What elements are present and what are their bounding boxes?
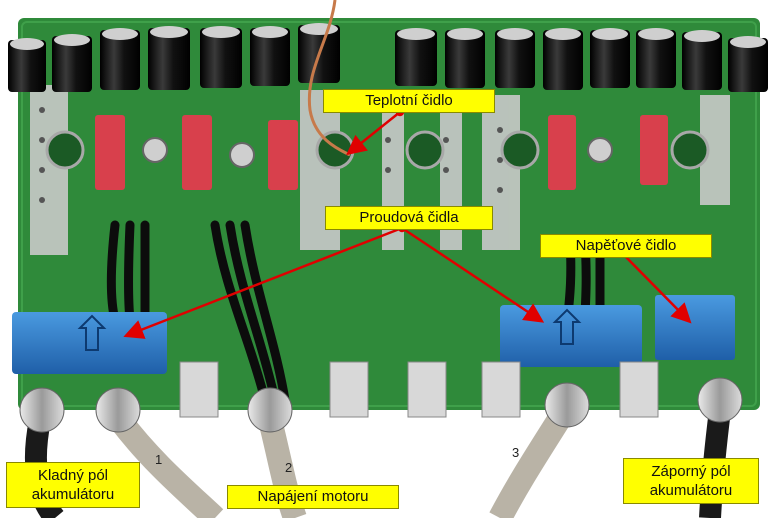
label-motor-supply: Napájení motoru bbox=[227, 485, 399, 509]
label-battery-negative: Záporný pól akumulátoru bbox=[623, 458, 759, 504]
label-battery-positive-line2: akumulátoru bbox=[31, 486, 115, 503]
label-battery-positive-line1: Kladný pól bbox=[37, 467, 109, 484]
label-current-sensors: Proudová čidla bbox=[325, 206, 493, 230]
label-temperature-sensor: Teplotní čidlo bbox=[323, 89, 495, 113]
terminal-plates bbox=[179, 361, 659, 418]
label-battery-negative-line1: Záporný pól bbox=[651, 463, 731, 480]
cable-number-2: 2 bbox=[285, 460, 293, 475]
cable-number-1: 1 bbox=[155, 452, 163, 467]
electrolytic-capacitors bbox=[8, 23, 768, 92]
label-voltage-sensor: Napěťové čidlo bbox=[540, 234, 712, 258]
label-battery-positive: Kladný pól akumulátoru bbox=[6, 462, 140, 508]
voltage-sensor bbox=[655, 295, 735, 360]
current-sensor-right bbox=[500, 305, 642, 367]
label-battery-negative-line2: akumulátoru bbox=[649, 482, 733, 499]
film-capacitors bbox=[95, 115, 668, 190]
cable-number-3: 3 bbox=[512, 445, 520, 460]
current-sensor-left bbox=[12, 312, 167, 374]
